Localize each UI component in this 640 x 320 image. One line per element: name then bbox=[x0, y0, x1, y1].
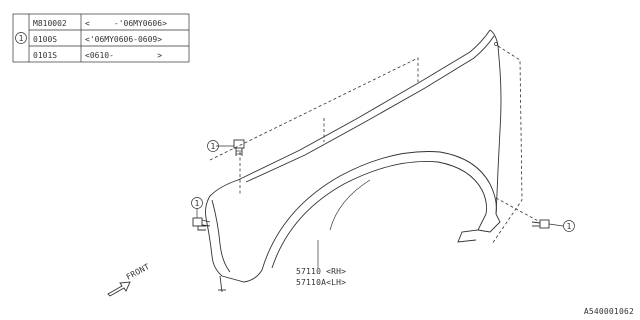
table-part-no-2: 0100S bbox=[33, 35, 57, 44]
table-callout-circle bbox=[15, 32, 27, 44]
callout-top: 1 bbox=[207, 140, 219, 152]
bolt-top-icon bbox=[216, 139, 245, 156]
table-range-3: <0610- > bbox=[85, 51, 162, 60]
diagram-id: A540001062 bbox=[584, 307, 634, 316]
bolt-left-icon bbox=[192, 208, 211, 227]
parts-table: 1 M810002 < -'06MY0606> 0100S <'06MY0606… bbox=[12, 13, 190, 63]
part-labels: 57110 <RH> 57110A<LH> bbox=[296, 258, 346, 287]
bolt-right-icon bbox=[531, 219, 564, 229]
table-callout-number: 1 bbox=[19, 34, 24, 43]
table-part-no-3: 0101S bbox=[33, 51, 57, 60]
table-range-2: <'06MY0606-0609> bbox=[85, 35, 162, 44]
callout-left: 1 bbox=[191, 197, 203, 209]
table-range-1: < -'06MY0606> bbox=[85, 19, 167, 28]
front-label: FRONT bbox=[125, 262, 151, 282]
callout-right: 1 bbox=[563, 220, 575, 232]
part-label-lh: 57110A<LH> bbox=[296, 278, 346, 287]
mounting-guides bbox=[209, 45, 541, 245]
table-part-no-1: M810002 bbox=[33, 19, 67, 28]
front-direction-arrow: FRONT bbox=[107, 262, 151, 297]
svg-text:1: 1 bbox=[194, 199, 199, 208]
part-label-rh: 57110 <RH> bbox=[296, 267, 346, 276]
fender-panel bbox=[197, 29, 502, 293]
svg-text:1: 1 bbox=[566, 222, 571, 231]
svg-text:1: 1 bbox=[210, 142, 215, 151]
